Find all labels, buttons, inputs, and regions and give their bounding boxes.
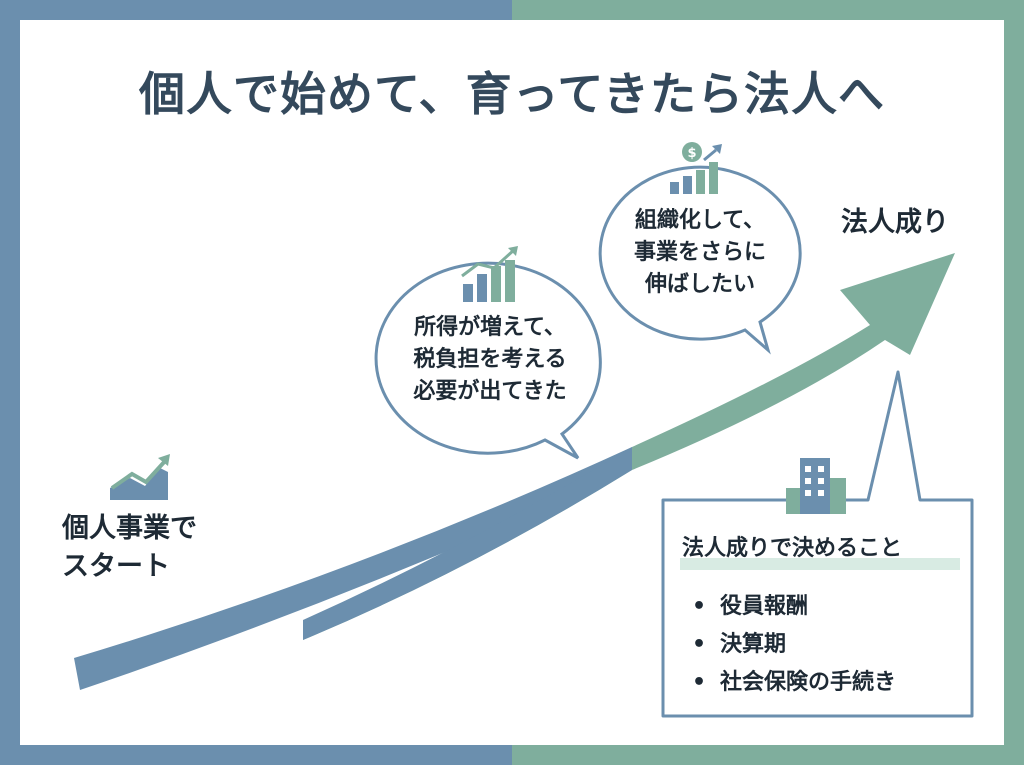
bubble-2-line-2: 事業をさらに: [633, 240, 766, 265]
decision-list: 役員報酬 決算期 社会保険の手続き: [692, 588, 896, 702]
growth-bars-icon: [461, 246, 518, 302]
building-icon: [786, 458, 846, 514]
list-item: 社会保険の手続き: [692, 664, 896, 702]
bubble-1-line-1: 所得が増えて、: [414, 315, 566, 340]
bubble-2-line-1: 組織化して、: [634, 208, 766, 233]
speech-bubble-2: [598, 165, 802, 355]
growth-arrow-blue: [74, 447, 632, 690]
list-item: 役員報酬: [692, 588, 896, 626]
start-label: 個人事業で スタート: [62, 510, 262, 586]
bubble-1-text: 所得が増えて、 税負担を考える 必要が出てきた: [380, 312, 600, 408]
speech-bubble-1: [374, 261, 602, 460]
bubble-1-line-2: 税負担を考える: [413, 347, 567, 372]
page-title: 個人で始めて、育ってきたら法人へ: [138, 67, 886, 121]
bubble-1-line-3: 必要が出てきた: [413, 379, 567, 404]
bubble-2-line-3: 伸ばしたい: [644, 272, 755, 297]
growth-arrow-blue-tail: [303, 447, 632, 640]
bubble-2-text: 組織化して、 事業をさらに 伸ばしたい: [600, 205, 800, 301]
decision-title-highlight: [680, 558, 960, 570]
end-label: 法人成り: [841, 207, 949, 238]
svg-text:$: $: [687, 146, 696, 161]
decision-box-title: 法人成りで決めること: [682, 536, 903, 561]
start-label-line-2: スタート: [62, 551, 170, 582]
start-label-line-1: 個人事業で: [62, 513, 197, 544]
list-item: 決算期: [692, 626, 896, 664]
money-growth-icon: $: [670, 142, 722, 194]
chart-up-icon: [110, 454, 170, 500]
